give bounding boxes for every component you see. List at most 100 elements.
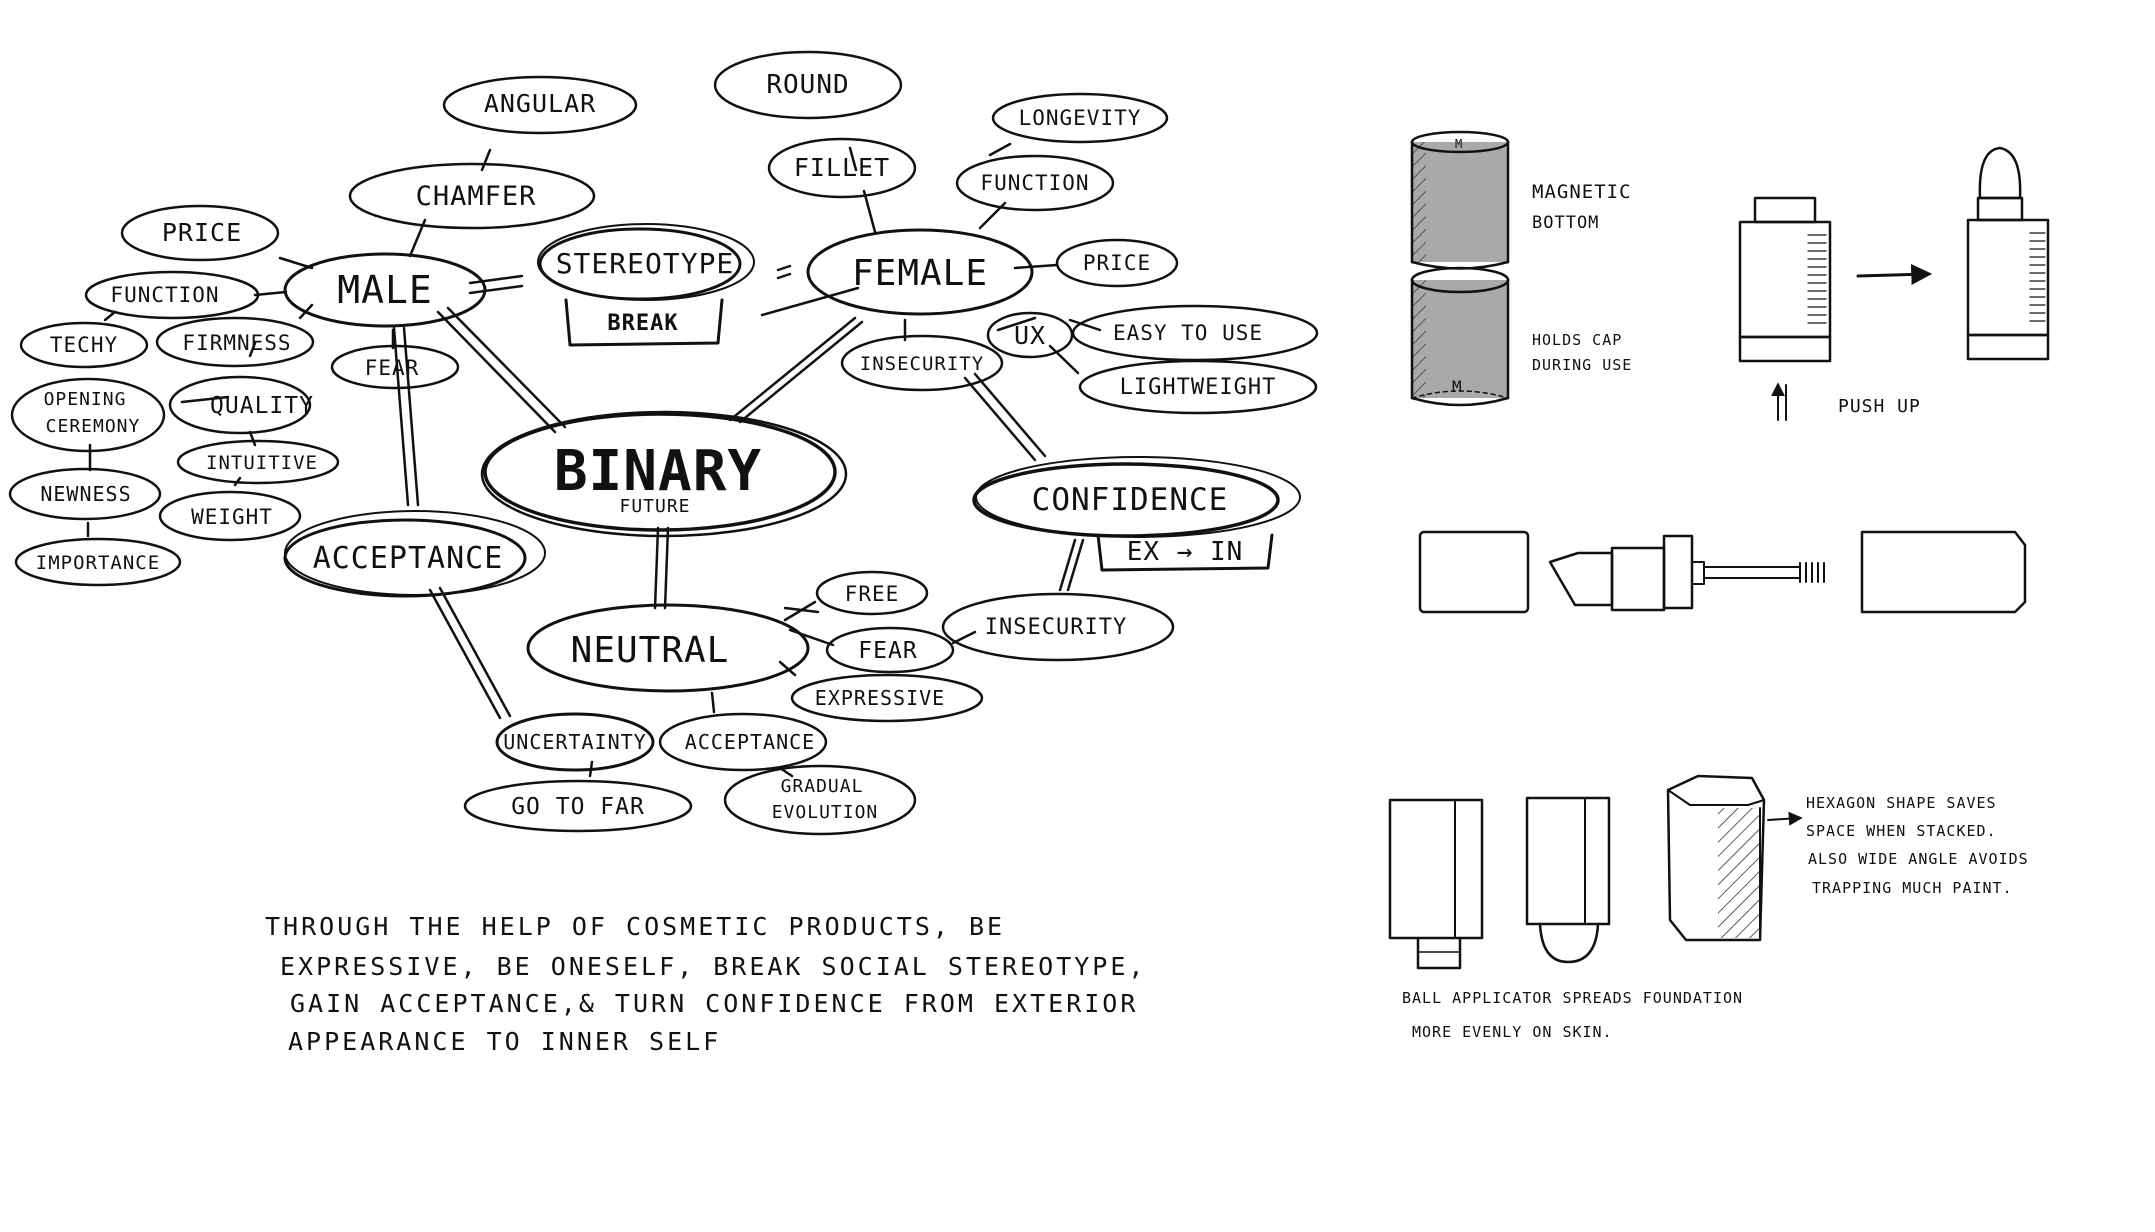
tag-label: EX → IN: [1127, 537, 1244, 567]
node-weight: WEIGHT: [158, 490, 302, 542]
statement-line-1: THROUGH THE HELP OF COSMETIC PRODUCTS, B…: [265, 912, 1005, 941]
mindmap-nodes: ANGULAR CHAMFER PRICE MALE FUNCTION TECH…: [8, 50, 1319, 836]
center-subtitle: FUTURE: [619, 496, 690, 517]
node-label: MALE: [337, 268, 433, 312]
sketch-push-up-lipstick: PUSH UP: [1738, 146, 2050, 421]
node-angular: ANGULAR: [442, 75, 638, 135]
node-label: QUALITY: [210, 393, 314, 419]
svg-text:CEREMONY: CEREMONY: [46, 416, 141, 437]
node-label: FEAR: [858, 638, 917, 664]
node-chamfer: CHAMFER: [348, 162, 596, 230]
node-label: FUNCTION: [980, 171, 1089, 195]
magnet-label-1: MAGNETIC: [1532, 181, 1632, 203]
node-label: FUNCTION: [110, 283, 219, 307]
sketch-magnetic-cap: M M MAGNETIC BOTTOM HOLDS CAP DURING USE: [1410, 130, 1632, 407]
node-label: UNCERTAINTY: [503, 730, 646, 754]
sketch-exploded-lipstick: [1418, 530, 2027, 614]
node-price-left: PRICE: [120, 204, 280, 262]
node-intuitive: INTUITIVE: [176, 439, 340, 485]
cap-mark: M: [1455, 137, 1463, 151]
svg-text:GRADUAL: GRADUAL: [781, 776, 864, 797]
node-acceptance-left: ACCEPTANCE: [283, 510, 546, 598]
node-fear-left: FEAR: [330, 344, 460, 390]
node-label: FILLET: [794, 153, 890, 182]
node-opening-ceremony: OPENING CEREMONY: [10, 377, 166, 453]
node-label: FEMALE: [852, 253, 988, 294]
node-easy-to-use: EASY TO USE: [1071, 304, 1319, 362]
node-label: ROUND: [766, 70, 849, 100]
sketch-foundation-sticks: HEXAGON SHAPE SAVES SPACE WHEN STACKED. …: [1388, 774, 2028, 1041]
node-label: TECHY: [50, 333, 118, 357]
node-label: LIGHTWEIGHT: [1120, 375, 1277, 400]
node-acceptance-bottom: ACCEPTANCE: [658, 712, 828, 772]
node-neutral: NEUTRAL: [526, 603, 810, 693]
hexagon-note-4: TRAPPING MUCH PAINT.: [1812, 879, 2013, 897]
tag-label: BREAK: [607, 311, 678, 336]
statement-line-4: APPEARANCE TO INNER SELF: [288, 1027, 721, 1056]
node-newness: NEWNESS: [8, 467, 162, 521]
node-label: ACCEPTANCE: [685, 730, 815, 754]
node-stereotype: STEREOTYPE: [537, 223, 755, 301]
statement-line-3: GAIN ACCEPTANCE,& TURN CONFIDENCE FROM E…: [290, 989, 1138, 1018]
node-price-right: PRICE: [1055, 238, 1179, 288]
node-label: GO TO FAR: [511, 794, 645, 820]
node-function-left: FUNCTION: [84, 270, 260, 320]
node-label: PRICE: [162, 218, 242, 247]
design-statement: THROUGH THE HELP OF COSMETIC PRODUCTS, B…: [265, 912, 1146, 1056]
node-label: ACCEPTANCE: [313, 541, 504, 576]
node-longevity: LONGEVITY: [991, 92, 1169, 144]
push-up-label: PUSH UP: [1838, 396, 1921, 417]
center-title: BINARY: [554, 439, 762, 504]
node-binary-center: BINARY FUTURE: [480, 410, 848, 538]
node-label: PRICE: [1083, 251, 1151, 275]
node-free: FREE: [815, 570, 929, 616]
node-gradual-evolution: GRADUAL EVOLUTION: [723, 764, 917, 836]
node-label: FREE: [845, 582, 900, 606]
node-label: IMPORTANCE: [36, 552, 160, 574]
node-techy: TECHY: [19, 321, 149, 369]
node-male: MALE: [283, 252, 487, 328]
node-ux: UX: [986, 311, 1074, 359]
node-uncertainty: UNCERTAINTY: [495, 712, 655, 772]
node-quality: QUALITY: [168, 375, 314, 435]
node-label: CHAMFER: [416, 181, 537, 212]
node-fear-right: FEAR: [825, 626, 955, 674]
node-label: EXPRESSIVE: [815, 686, 945, 710]
node-go-to-far: GO TO FAR: [463, 779, 693, 833]
node-label: EASY TO USE: [1113, 321, 1263, 345]
node-expressive: EXPRESSIVE: [790, 673, 984, 723]
node-label: LONGEVITY: [1019, 106, 1142, 130]
cap-label-2: DURING USE: [1532, 356, 1632, 374]
node-label: FEAR: [365, 356, 420, 380]
node-fillet: FILLET: [767, 137, 917, 199]
node-lightweight: LIGHTWEIGHT: [1078, 359, 1318, 415]
node-label: INSECURITY: [860, 353, 984, 375]
tag-break: BREAK: [564, 298, 724, 347]
node-insecurity-bottom: INSECURITY: [941, 592, 1175, 662]
node-label: CONFIDENCE: [1032, 482, 1229, 518]
magnet-label-2: BOTTOM: [1532, 213, 1599, 233]
node-label: WEIGHT: [191, 505, 273, 529]
svg-text:OPENING: OPENING: [44, 389, 127, 410]
svg-text:EVOLUTION: EVOLUTION: [772, 802, 879, 823]
ball-note-2: MORE EVENLY ON SKIN.: [1412, 1023, 1613, 1041]
node-label: NEUTRAL: [571, 630, 730, 671]
node-firmness: FIRMNESS: [155, 316, 315, 368]
node-round: ROUND: [713, 50, 903, 120]
statement-line-2: EXPRESSIVE, BE ONESELF, BREAK SOCIAL STE…: [280, 952, 1146, 981]
cap-label-1: HOLDS CAP: [1532, 331, 1622, 349]
node-label: STEREOTYPE: [556, 247, 735, 280]
node-female: FEMALE: [806, 228, 1034, 316]
node-confidence: CONFIDENCE: [972, 456, 1301, 538]
node-label: NEWNESS: [40, 482, 131, 506]
tag-ex-in: EX → IN: [1096, 533, 1274, 572]
hexagon-note-2: SPACE WHEN STACKED.: [1806, 822, 1997, 840]
cap-mark: M: [1452, 377, 1463, 396]
node-label: FIRMNESS: [182, 331, 291, 355]
node-insecurity-top: INSECURITY: [840, 334, 1004, 392]
node-importance: IMPORTANCE: [14, 537, 182, 587]
hexagon-note-1: HEXAGON SHAPE SAVES: [1806, 794, 1997, 812]
node-function-right: FUNCTION: [955, 154, 1115, 212]
node-label: INTUITIVE: [206, 452, 318, 474]
